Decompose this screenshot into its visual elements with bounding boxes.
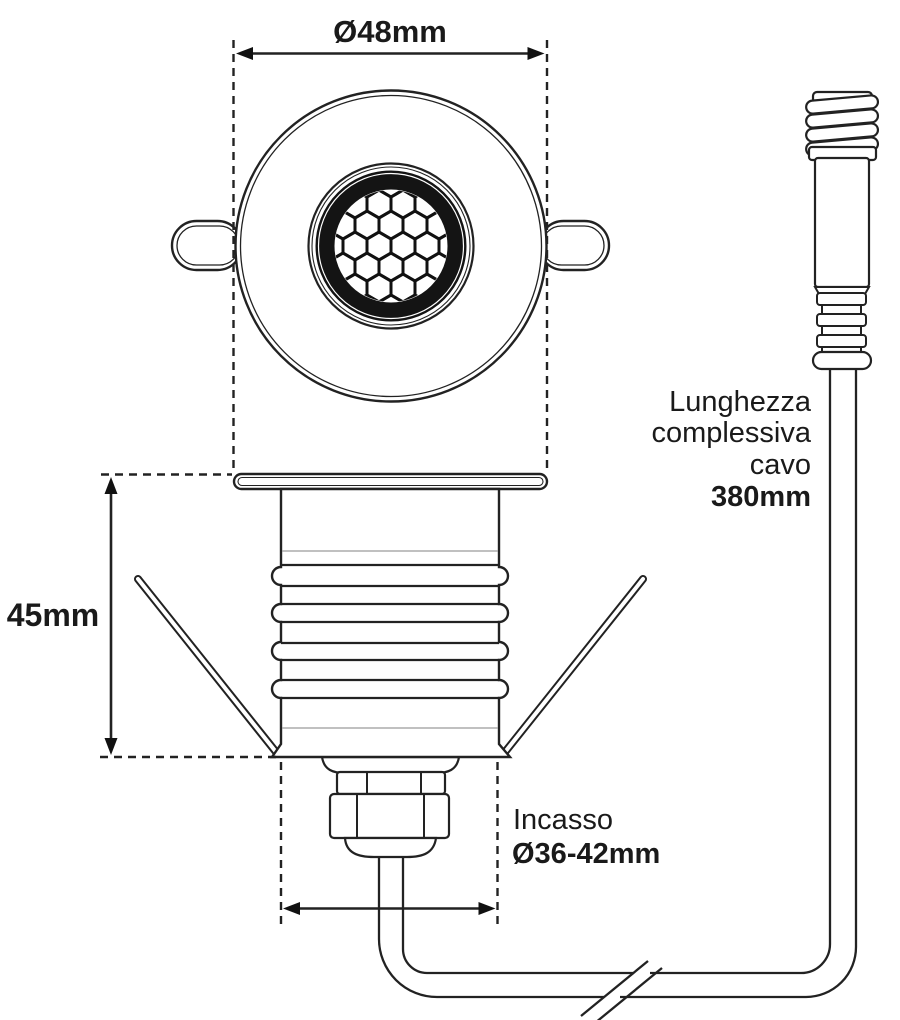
arrowhead-left xyxy=(236,47,253,60)
connector-bead xyxy=(811,350,873,371)
cable-note-line-1: Lunghezza xyxy=(669,386,812,418)
cable-note-line-3: cavo xyxy=(750,449,811,481)
diameter-label: Ø48mm xyxy=(333,14,447,49)
mounting-tab-left xyxy=(170,219,244,272)
cable-break-icon xyxy=(580,960,663,1020)
gland-nut-lower xyxy=(328,792,451,840)
height-label: 45mm xyxy=(7,597,100,633)
connector xyxy=(805,90,880,371)
arrowhead-right xyxy=(527,47,545,60)
cable-outer-line-right xyxy=(620,368,858,999)
connector-strain-relief xyxy=(811,286,873,371)
gland-dome xyxy=(343,836,438,859)
arrowhead-up xyxy=(104,477,118,494)
recess-dimension: Incasso Ø36-42mm xyxy=(279,762,660,928)
recess-value: Ø36-42mm xyxy=(512,838,660,870)
height-dimension: 45mm xyxy=(7,473,276,759)
cable-note-value: 380mm xyxy=(711,481,811,513)
cable-inner-line xyxy=(401,856,634,975)
connector-body xyxy=(813,156,871,289)
mounting-tab-right xyxy=(537,219,611,272)
side-view xyxy=(134,472,647,859)
gland-nut-upper xyxy=(335,770,447,796)
cable-note-line-2: complessiva xyxy=(651,417,811,449)
body-fin-lines xyxy=(281,550,499,729)
cable-inner-line-right xyxy=(650,368,832,975)
arrowhead-right xyxy=(478,902,496,915)
recess-title: Incasso xyxy=(513,804,613,836)
diameter-dimension: Ø48mm xyxy=(232,14,549,474)
flange xyxy=(232,472,549,491)
honeycomb-lens xyxy=(307,162,475,330)
bezel-inner-circle xyxy=(239,94,543,398)
arrowhead-down xyxy=(104,738,118,755)
cable-length-label: Lunghezza complessiva cavo 380mm xyxy=(651,386,811,513)
gland-collar xyxy=(320,755,461,775)
top-view xyxy=(170,89,611,403)
cable-gland xyxy=(320,755,461,859)
arrowhead-left xyxy=(283,902,300,915)
spring-clip-right xyxy=(501,575,647,756)
fixture-body xyxy=(269,487,513,759)
lens-ring xyxy=(315,170,467,322)
cable-outer-line xyxy=(377,856,604,999)
honeycomb-pattern xyxy=(335,190,447,302)
spring-clip-left xyxy=(134,575,280,756)
cable xyxy=(377,368,858,1020)
